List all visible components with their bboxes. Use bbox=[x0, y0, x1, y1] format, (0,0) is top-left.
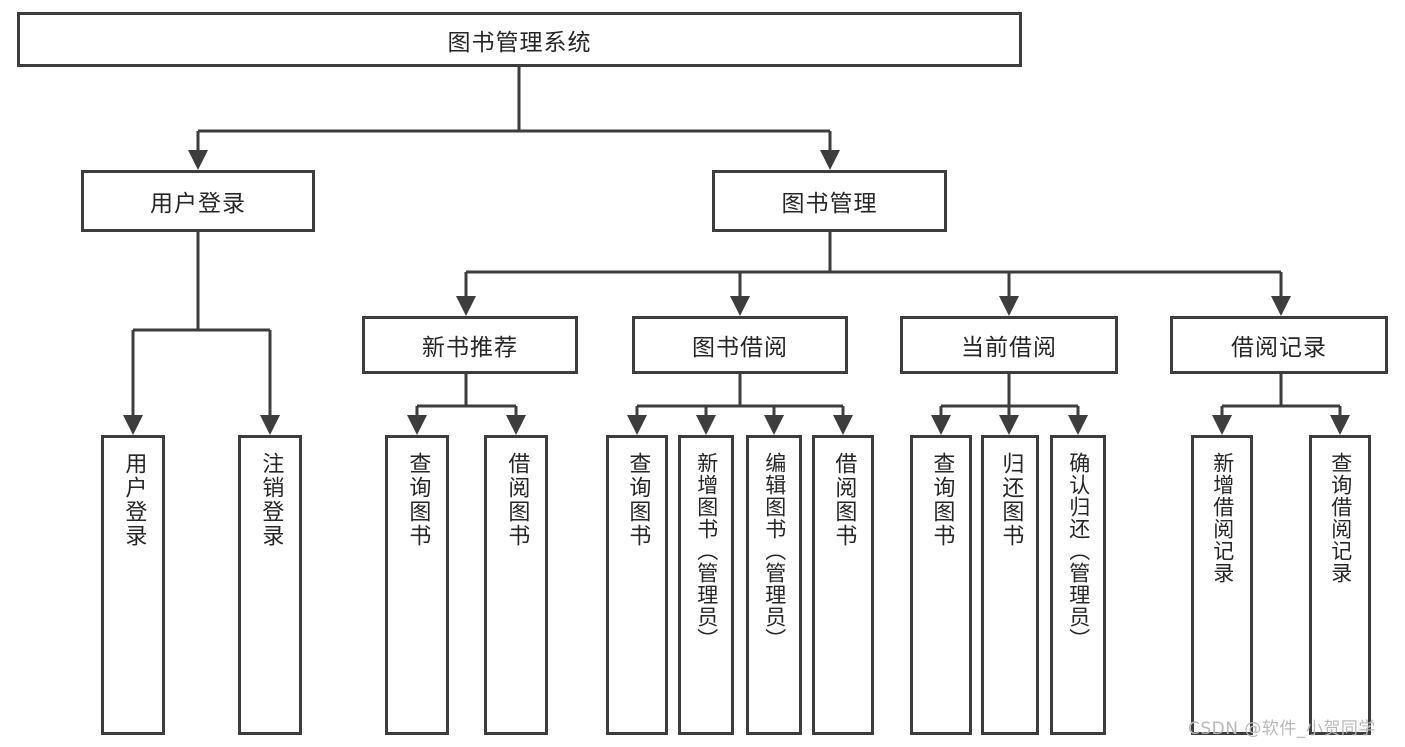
leaf-label: 借阅图书 bbox=[504, 452, 530, 548]
leaf-label: 新增图书（管理员） bbox=[694, 452, 719, 650]
node-label: 图书借阅 bbox=[692, 335, 788, 361]
arrowhead-newbook bbox=[456, 296, 476, 316]
leaf-newbook-query-book[interactable]: 查询图书 bbox=[385, 435, 449, 735]
arrowhead-bookborrow-leaf1 bbox=[627, 415, 647, 435]
node-book-borrow[interactable]: 图书借阅 bbox=[632, 316, 848, 374]
leaf-user-login[interactable]: 用户登录 bbox=[101, 435, 165, 735]
arrowhead-currentborrow-leaf3 bbox=[1068, 415, 1088, 435]
arrowhead-userlogin bbox=[188, 150, 208, 170]
leaf-bookborrow-add-book-admin[interactable]: 新增图书（管理员） bbox=[678, 435, 734, 735]
leaf-label: 编辑图书（管理员） bbox=[762, 452, 787, 650]
leaf-label: 用户登录 bbox=[121, 452, 147, 548]
leaf-label: 查询图书 bbox=[929, 452, 955, 548]
arrowhead-bookborrow bbox=[730, 296, 750, 316]
leaf-currentborrow-query-book[interactable]: 查询图书 bbox=[910, 435, 972, 735]
arrowhead-borrowrecord-leaf2 bbox=[1330, 415, 1350, 435]
arrowhead-currentborrow bbox=[999, 296, 1019, 316]
arrowhead-bookmgmt bbox=[820, 150, 840, 170]
node-label: 当前借阅 bbox=[961, 335, 1057, 361]
leaf-bookborrow-query-book[interactable]: 查询图书 bbox=[606, 435, 668, 735]
node-label: 图书管理系统 bbox=[447, 29, 592, 56]
arrowhead-logout-leaf bbox=[260, 415, 280, 435]
leaf-currentborrow-return-book[interactable]: 归还图书 bbox=[981, 435, 1039, 735]
arrowhead-currentborrow-leaf2 bbox=[999, 415, 1019, 435]
leaf-label: 查询图书 bbox=[405, 452, 431, 548]
node-borrow-record[interactable]: 借阅记录 bbox=[1170, 316, 1388, 374]
arrowhead-bookborrow-leaf4 bbox=[833, 415, 853, 435]
leaf-label: 查询借阅记录 bbox=[1328, 452, 1353, 584]
node-user-login[interactable]: 用户登录 bbox=[81, 170, 315, 232]
arrowhead-currentborrow-leaf1 bbox=[931, 415, 951, 435]
leaf-borrowrecord-query-record[interactable]: 查询借阅记录 bbox=[1309, 435, 1371, 735]
leaf-bookborrow-borrow-book[interactable]: 借阅图书 bbox=[812, 435, 874, 735]
leaf-label: 借阅图书 bbox=[831, 452, 857, 548]
node-root-book-management-system[interactable]: 图书管理系统 bbox=[17, 12, 1022, 67]
arrowhead-borrowrecord-leaf1 bbox=[1212, 415, 1232, 435]
leaf-label: 新增借阅记录 bbox=[1210, 452, 1235, 584]
node-current-borrow[interactable]: 当前借阅 bbox=[900, 316, 1118, 374]
arrowhead-bookborrow-leaf3 bbox=[764, 415, 784, 435]
node-label: 借阅记录 bbox=[1231, 335, 1327, 361]
leaf-bookborrow-edit-book-admin[interactable]: 编辑图书（管理员） bbox=[746, 435, 802, 735]
leaf-label: 归还图书 bbox=[998, 452, 1024, 548]
node-new-book-recommend[interactable]: 新书推荐 bbox=[362, 316, 578, 374]
arrowhead-newbook-leaf1 bbox=[407, 415, 427, 435]
leaf-label: 查询图书 bbox=[625, 452, 651, 548]
node-label: 新书推荐 bbox=[422, 335, 518, 361]
node-label: 图书管理 bbox=[781, 191, 878, 217]
csdn-watermark: CSDN @软件_小贺同学 bbox=[1188, 719, 1376, 739]
leaf-newbook-borrow-book[interactable]: 借阅图书 bbox=[484, 435, 548, 735]
arrowhead-borrowrecord bbox=[1271, 296, 1291, 316]
leaf-label: 注销登录 bbox=[258, 452, 284, 548]
node-label: 用户登录 bbox=[150, 191, 246, 217]
arrowhead-bookborrow-leaf2 bbox=[696, 415, 716, 435]
leaf-label: 确认归还（管理员） bbox=[1066, 452, 1091, 650]
arrowhead-newbook-leaf2 bbox=[506, 415, 526, 435]
leaf-logout[interactable]: 注销登录 bbox=[238, 435, 302, 735]
arrowhead-user-login-leaf bbox=[123, 415, 143, 435]
leaf-borrowrecord-add-record[interactable]: 新增借阅记录 bbox=[1191, 435, 1253, 735]
leaf-currentborrow-confirm-return-admin[interactable]: 确认归还（管理员） bbox=[1050, 435, 1106, 735]
node-book-management[interactable]: 图书管理 bbox=[712, 170, 947, 232]
